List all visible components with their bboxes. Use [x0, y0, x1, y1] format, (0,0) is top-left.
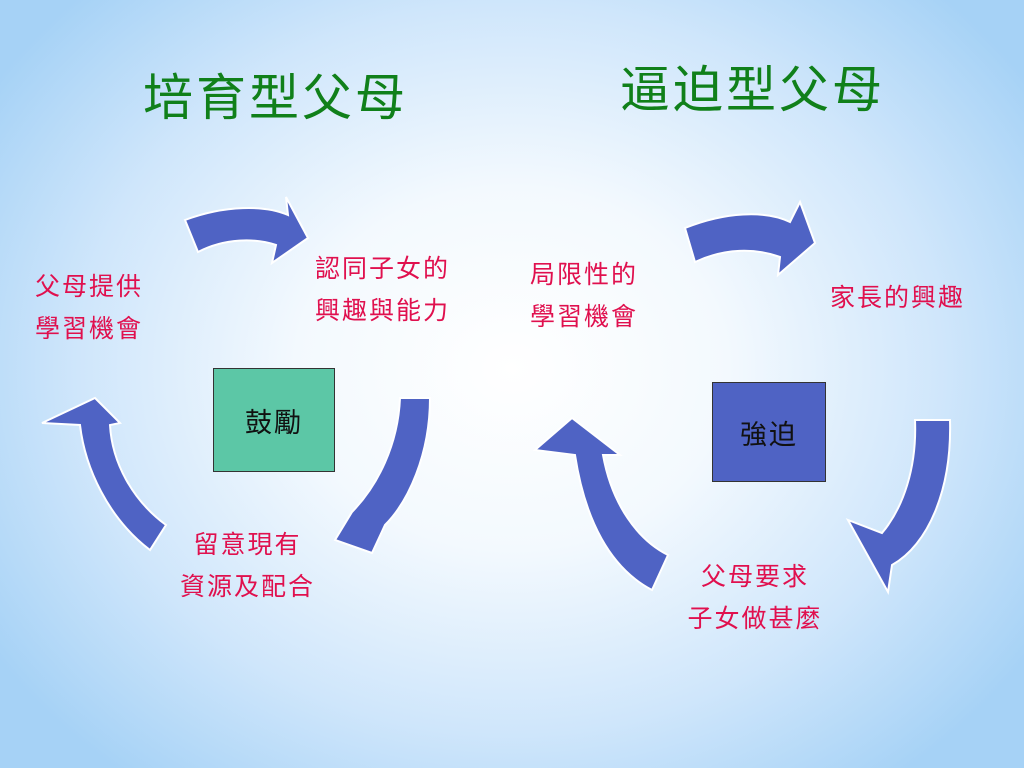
- label-line: 興趣與能力: [315, 296, 451, 325]
- center-box-force: 強迫: [712, 382, 826, 482]
- label-line: 學習機會: [530, 302, 639, 331]
- label-parents-demand: 父母要求 子女做甚麼: [665, 556, 845, 640]
- label-attend-resources: 留意現有 資源及配合: [165, 524, 330, 608]
- arrow-left-bottom: [41, 396, 168, 552]
- label-line: 父母提供: [35, 272, 144, 301]
- arrow-right-top: [683, 199, 817, 278]
- label-line: 局限性的: [530, 260, 639, 289]
- label-line: 學習機會: [35, 314, 144, 343]
- label-line: 資源及配合: [179, 572, 315, 601]
- left-title: 培育型父母: [143, 69, 408, 127]
- label-line: 認同子女的: [315, 254, 451, 283]
- arrow-left-top: [183, 196, 310, 266]
- label-parent-interest: 家長的興趣: [830, 277, 965, 319]
- arrow-right-right: [845, 419, 952, 596]
- center-box-label: 強迫: [740, 419, 798, 451]
- label-line: 留意現有: [193, 530, 302, 559]
- label-line: 家長的興趣: [830, 283, 966, 312]
- label-parents-provide: 父母提供 學習機會: [35, 266, 143, 350]
- center-box-label: 鼓勵: [245, 407, 303, 439]
- label-identify-interests: 認同子女的 興趣與能力: [315, 248, 450, 332]
- label-limited-opportunities: 局限性的 學習機會: [530, 254, 638, 338]
- center-box-encourage: 鼓勵: [213, 368, 335, 472]
- arrow-left-right: [333, 397, 432, 555]
- arrow-right-bottom: [532, 416, 670, 592]
- label-line: 子女做甚麼: [687, 604, 823, 633]
- label-line: 父母要求: [700, 562, 809, 591]
- right-title: 逼迫型父母: [620, 61, 885, 119]
